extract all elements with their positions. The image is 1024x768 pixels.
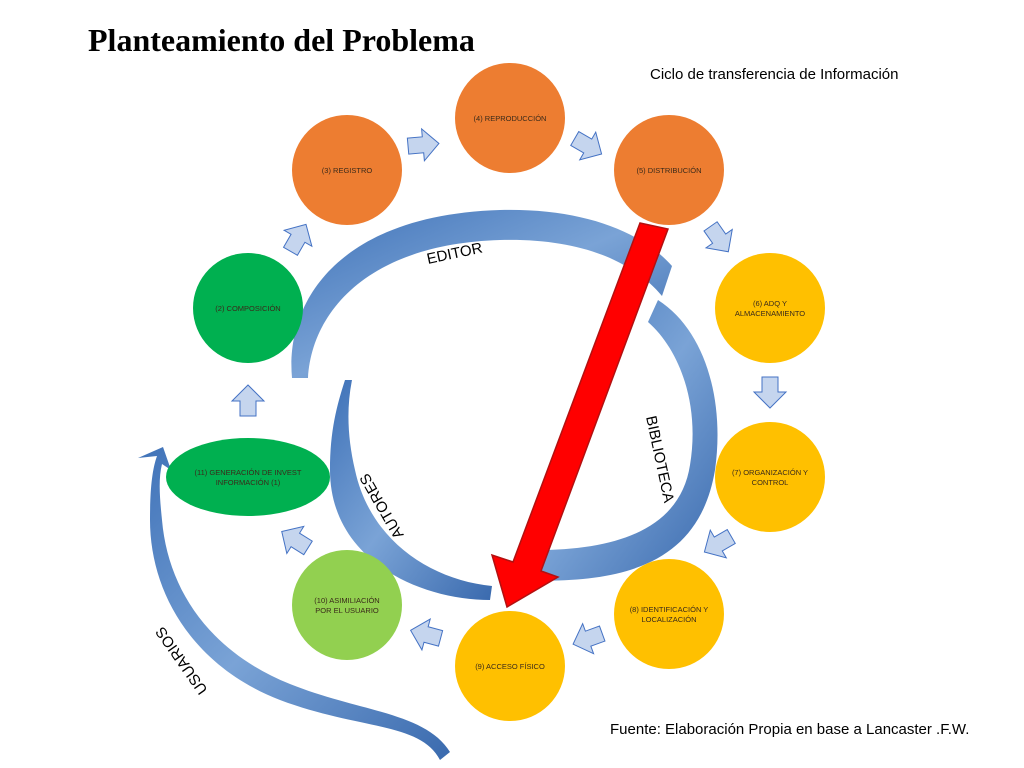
node-acceso-fisico: (9) ACCESO FÍSICO bbox=[455, 611, 565, 721]
flow-arrow-6-to-7 bbox=[752, 376, 788, 409]
flow-arrow-10-to-11 bbox=[281, 525, 313, 556]
node-reproduccion: (4) REPRODUCCIÓN bbox=[455, 63, 565, 173]
node-label: (4) REPRODUCCIÓN bbox=[474, 114, 547, 123]
flow-arrow-2-to-3 bbox=[282, 223, 313, 256]
band-autores bbox=[330, 380, 492, 600]
band-usuarios bbox=[138, 447, 450, 760]
node-asimilacion-usuario: (10) ASIMILIACIÓN POR EL USUARIO bbox=[292, 550, 402, 660]
node-label-line1: (10) ASIMILIACIÓN bbox=[314, 596, 379, 605]
node-label-line1: (8) IDENTIFICACIÓN Y bbox=[630, 605, 709, 614]
node-organizacion-control: (7) ORGANIZACIÓN Y CONTROL bbox=[715, 422, 825, 532]
flow-arrow-8-to-9 bbox=[572, 622, 606, 655]
node-label-line2: CONTROL bbox=[752, 478, 789, 487]
diagram-subtitle: Ciclo de transferencia de Información bbox=[650, 66, 899, 83]
node-label-line1: (6) ADQ Y bbox=[753, 299, 787, 308]
red-arrow bbox=[490, 222, 670, 609]
node-label-line1: (11) GENERACIÓN DE INVEST bbox=[195, 468, 302, 477]
flow-arrow-5-to-6 bbox=[703, 221, 733, 253]
node-identificacion-localizacion: (8) IDENTIFICACIÓN Y LOCALIZACIÓN bbox=[614, 559, 724, 669]
node-label: (2) COMPOSICIÓN bbox=[215, 304, 280, 313]
node-label-line2: INFORMACIÓN (1) bbox=[216, 478, 281, 487]
node-composicion: (2) COMPOSICIÓN bbox=[193, 253, 303, 363]
node-label: (5) DISTRIBUCIÓN bbox=[636, 166, 701, 175]
node-generacion-investigacion: (11) GENERACIÓN DE INVEST INFORMACIÓN (1… bbox=[166, 438, 330, 516]
node-distribucion: (5) DISTRIBUCIÓN bbox=[614, 115, 724, 225]
node-label-line2: POR EL USUARIO bbox=[315, 606, 379, 615]
node-label-line2: ALMACENAMIENTO bbox=[735, 309, 805, 318]
flow-arrow-11-to-2 bbox=[230, 384, 266, 417]
node-label-line1: (7) ORGANIZACIÓN Y bbox=[732, 468, 808, 477]
node-label-line2: LOCALIZACIÓN bbox=[641, 615, 696, 624]
flow-arrow-7-to-8 bbox=[703, 528, 736, 559]
node-adq-almacenamiento: (6) ADQ Y ALMACENAMIENTO bbox=[715, 253, 825, 363]
node-registro: (3) REGISTRO bbox=[292, 115, 402, 225]
band-editor bbox=[291, 209, 672, 378]
flow-arrow-3-to-4 bbox=[406, 127, 440, 163]
page-title: Planteamiento del Problema bbox=[88, 22, 475, 58]
node-label: (9) ACCESO FÍSICO bbox=[475, 662, 545, 671]
node-label: (3) REGISTRO bbox=[322, 166, 373, 175]
flow-arrow-9-to-10 bbox=[409, 617, 444, 652]
band-label-biblioteca: BIBLIOTECA bbox=[642, 414, 677, 504]
flow-arrow-4-to-5 bbox=[570, 130, 603, 161]
source-note: Fuente: Elaboración Propia en base a Lan… bbox=[610, 721, 970, 738]
